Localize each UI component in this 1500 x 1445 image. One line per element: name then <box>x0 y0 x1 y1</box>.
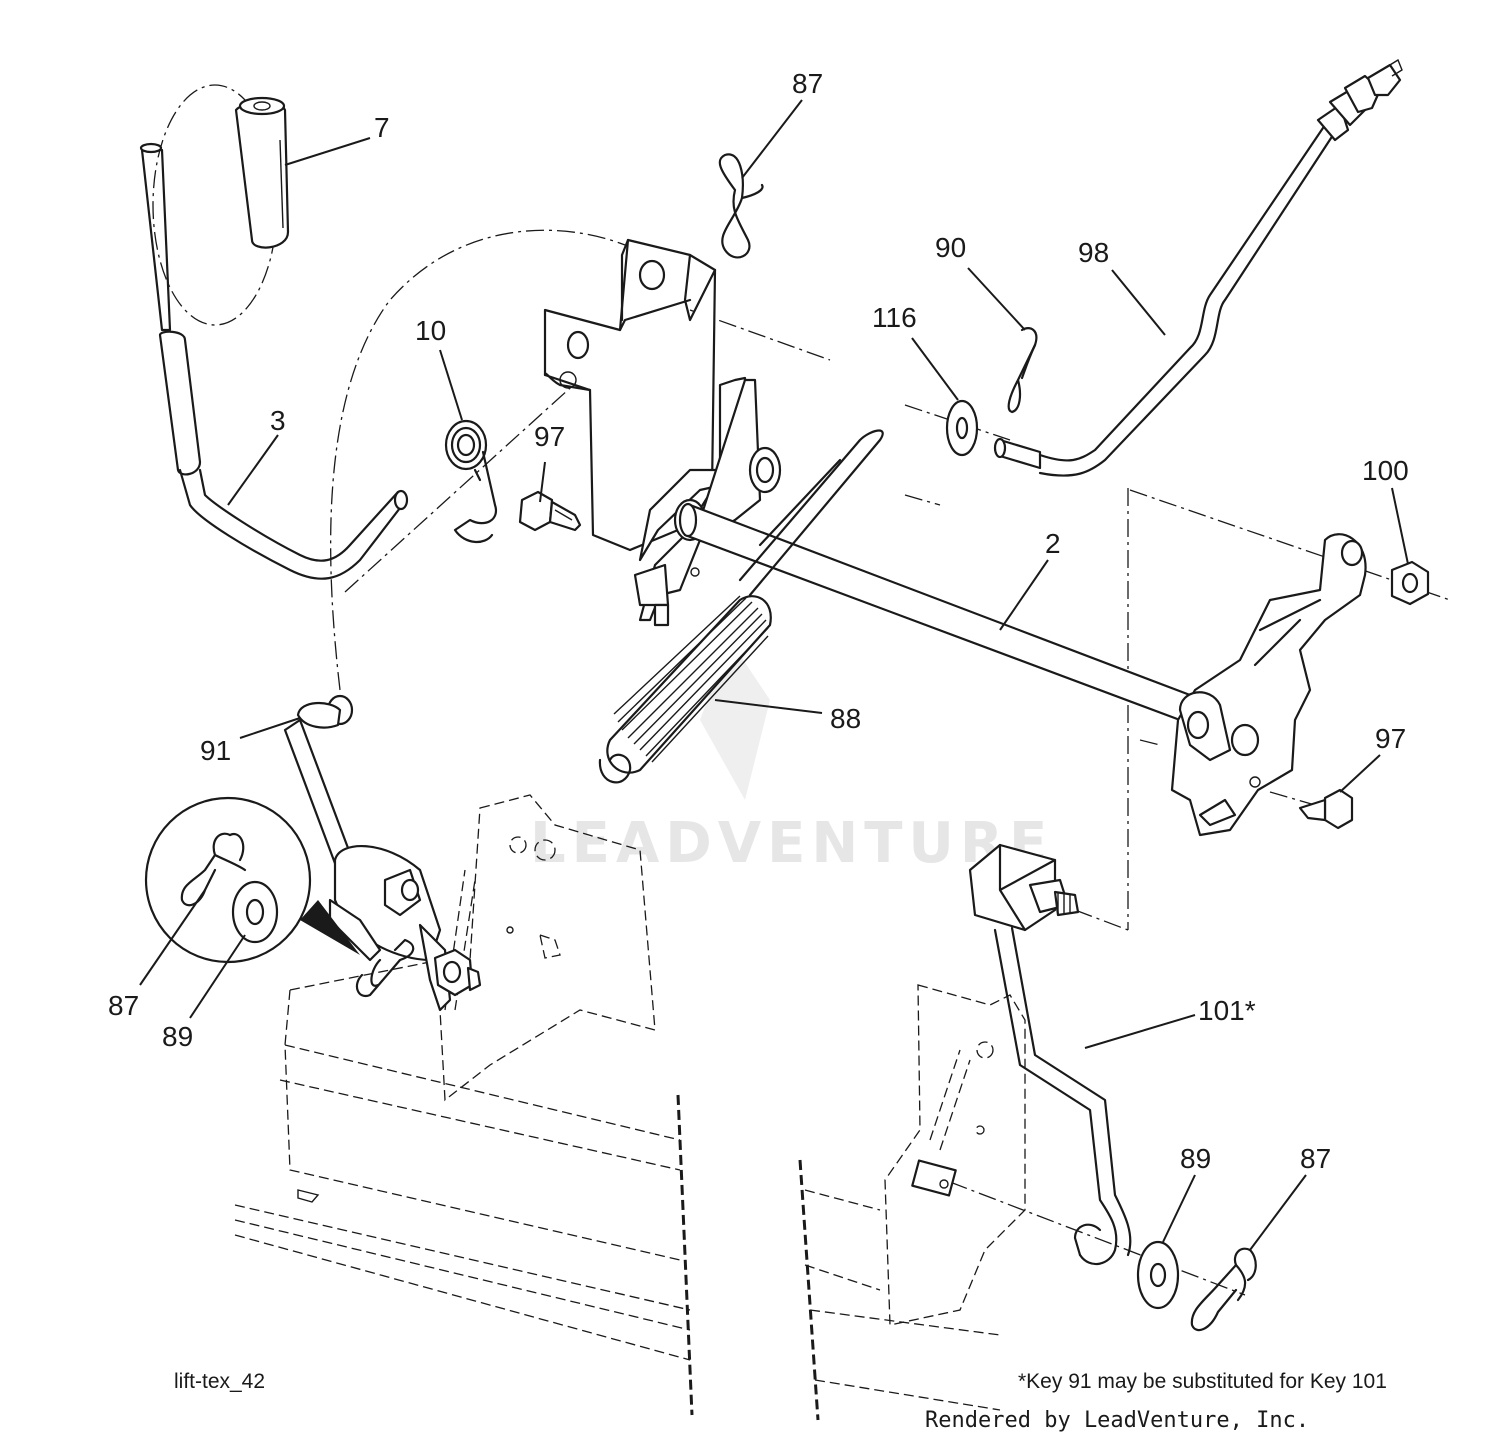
right-deck-bracket <box>884 984 1026 1326</box>
callout-97-left: 97 <box>534 421 565 452</box>
part-89-right-washer <box>1136 1240 1180 1310</box>
part-7-hand-grip <box>234 96 290 249</box>
callout-87-top: 87 <box>792 68 823 99</box>
part-98-lift-link <box>993 58 1403 477</box>
callout-10: 10 <box>415 315 446 346</box>
part-88-extension-spring <box>598 429 884 784</box>
part-3-lift-handle <box>139 142 409 580</box>
left-bracket-hardware <box>355 938 482 998</box>
mower-deck-outline <box>234 959 1001 1421</box>
callout-3: 3 <box>270 405 286 436</box>
callout-87-right: 87 <box>1300 1143 1331 1174</box>
part-100-nut <box>1390 560 1430 606</box>
callout-87-left: 87 <box>108 990 139 1021</box>
part-10-torsion-spring <box>444 419 498 543</box>
part-116-washer <box>945 399 979 457</box>
lift-bracket-assembly <box>543 238 782 627</box>
callout-88: 88 <box>830 703 861 734</box>
part-97-left-bolt <box>518 490 582 532</box>
rendered-by: Rendered by LeadVenture, Inc. <box>925 1408 1310 1433</box>
callout-100: 100 <box>1362 455 1409 486</box>
part-87-right-hairpin <box>1190 1247 1257 1332</box>
part-87-top-hairpin <box>718 153 764 259</box>
part-97-right-bolt <box>1298 788 1354 830</box>
callout-89-right: 89 <box>1180 1143 1211 1174</box>
phantom-lines <box>152 84 1451 1296</box>
callout-116: 116 <box>872 302 917 333</box>
drawing-id: lift-tex_42 <box>174 1370 266 1393</box>
callout-90: 90 <box>935 232 966 263</box>
callout-2: 2 <box>1045 528 1061 559</box>
callout-7: 7 <box>374 112 390 143</box>
leader-lines <box>139 99 1409 1251</box>
callout-91: 91 <box>200 735 231 766</box>
substitution-note: *Key 91 may be substituted for Key 101 <box>1018 1370 1387 1393</box>
callout-101: 101* <box>1198 995 1256 1026</box>
part-90-hairpin <box>1007 327 1038 414</box>
callout-98: 98 <box>1078 237 1109 268</box>
callout-labels: 87 7 90 98 116 10 3 97 2 100 88 97 91 87… <box>108 68 1409 1174</box>
callout-97-right: 97 <box>1375 723 1406 754</box>
right-lift-arm <box>1170 533 1367 837</box>
part-101-lift-link <box>968 843 1132 1266</box>
callout-89-left: 89 <box>162 1021 193 1052</box>
detail-callout-circle <box>144 796 360 964</box>
